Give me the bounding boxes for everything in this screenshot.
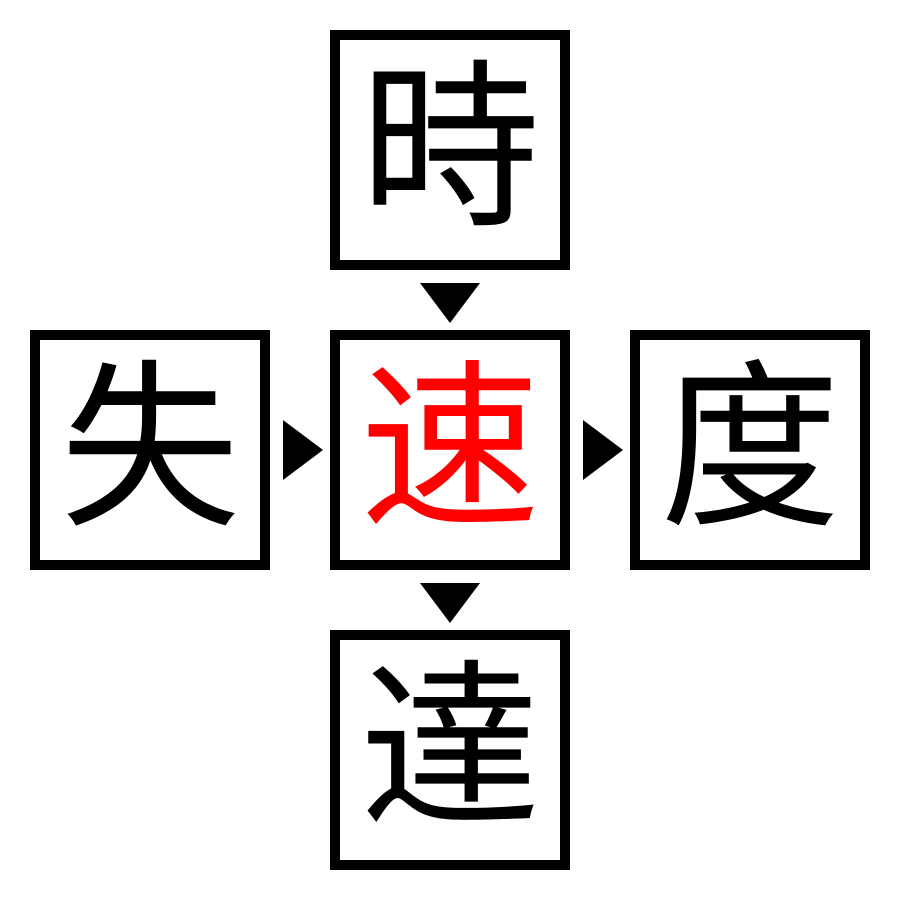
answer-char: 速 [359,345,540,554]
clue-char-bottom: 達 [359,645,540,854]
answer-box-center: 速 [330,330,570,570]
arrow-down-icon [420,283,480,323]
arrow-down-icon [420,583,480,623]
clue-char-right: 度 [659,345,840,554]
clue-box-left: 失 [30,330,270,570]
clue-box-top: 時 [330,30,570,270]
arrow-right-icon [583,420,623,480]
clue-char-left: 失 [59,345,240,554]
arrow-right-icon [283,420,323,480]
clue-char-top: 時 [359,45,540,254]
clue-box-bottom: 達 [330,630,570,870]
clue-box-right: 度 [630,330,870,570]
